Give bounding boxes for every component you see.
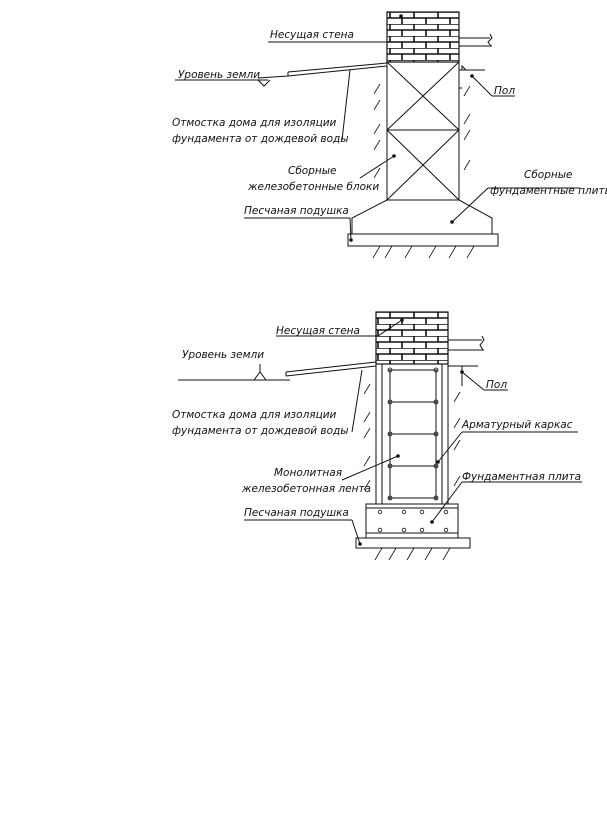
diagram-monolithic-foundation: Несущая стена Уровень земли Пол Отмостка… — [172, 311, 582, 561]
brick-wall — [386, 11, 460, 63]
floor-slab-2 — [448, 335, 485, 386]
leader-lines-2 — [244, 319, 582, 545]
soil-hatch-2 — [363, 383, 461, 491]
label-blind-area-2: фундамента от дождевой воды — [172, 133, 349, 145]
ground-level-mark — [175, 79, 271, 87]
label-ground: Уровень земли — [178, 69, 260, 81]
brick-wall-2 — [375, 311, 449, 365]
label-slabs-1: Сборные — [524, 169, 573, 181]
floor-level — [459, 64, 485, 89]
blind-area-2 — [285, 361, 377, 377]
label-sand: Песчаная подушка — [244, 205, 349, 217]
rebar-cage — [387, 367, 440, 501]
label-sand-2: Песчаная подушка — [244, 507, 349, 519]
concrete-blocks — [386, 61, 460, 201]
label-wall-2: Несущая стена — [276, 325, 360, 337]
diagram-prefab-foundation: Несущая стена Уровень земли Пол Отмостка… — [172, 11, 607, 259]
sand-cushion — [347, 233, 499, 259]
label-wall: Несущая стена — [270, 29, 354, 41]
label-slabs-2: фундаментные плиты — [490, 185, 607, 197]
label-floor-2: Пол — [486, 379, 507, 391]
label-monolith-1: Монолитная — [274, 467, 342, 479]
label-blocks-1: Сборные — [288, 165, 337, 177]
label-floor: Пол — [494, 85, 515, 97]
label-monolith-2: железобетонная лента — [241, 483, 371, 495]
foundation-plate — [365, 503, 459, 539]
label-blind-area-2-2: фундамента от дождевой воды — [172, 425, 349, 437]
foundation-slab — [351, 199, 493, 235]
soil-hatch-1 — [373, 83, 471, 179]
leader-lines-1 — [244, 41, 580, 241]
ground-level-mark-2 — [178, 364, 290, 381]
blind-area — [257, 62, 388, 79]
floor-slab — [459, 33, 493, 47]
label-blind-area-1: Отмостка дома для изоляции — [172, 117, 337, 129]
label-rebar: Арматурный каркас — [461, 419, 573, 431]
label-blind-area-2-1: Отмостка дома для изоляции — [172, 409, 337, 421]
label-blocks-2: железобетонные блоки — [247, 181, 379, 193]
label-ground-2: Уровень земли — [182, 349, 264, 361]
label-slab: Фундаментная плита — [462, 471, 581, 483]
sand-cushion-2 — [355, 537, 471, 561]
